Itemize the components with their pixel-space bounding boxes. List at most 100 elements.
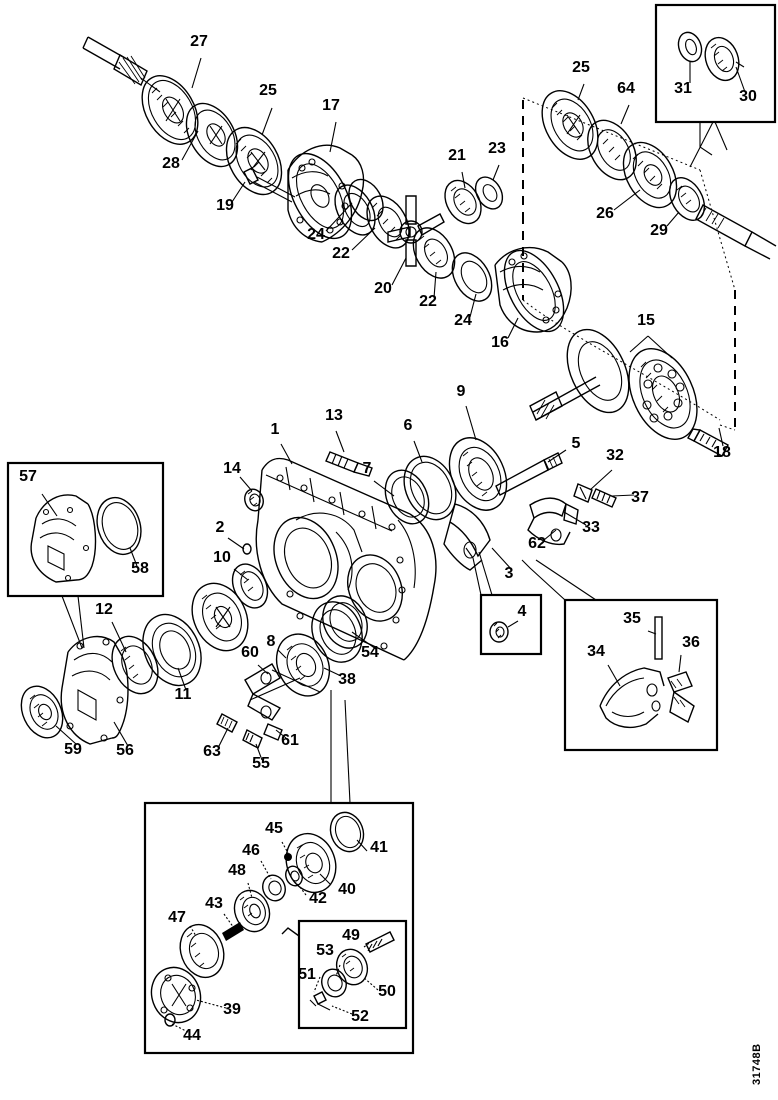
callout-number-48: 48: [228, 862, 246, 879]
callout-number-39: 39: [223, 1001, 241, 1018]
callout-number-44: 44: [183, 1027, 201, 1044]
part-23-thrust-washer: [474, 176, 504, 210]
part-52-pin: [317, 1003, 331, 1011]
callout-number-3: 3: [505, 565, 514, 582]
part-58-ring: [96, 496, 142, 556]
callout-number-59: 59: [64, 741, 82, 758]
part-40-housing: [285, 832, 337, 894]
part-49-screw: [365, 931, 395, 953]
part-56-rear-cover: [60, 635, 129, 745]
part-53-washer: [321, 968, 347, 998]
callout-number-22: 22: [332, 245, 350, 262]
callout-number-43: 43: [205, 895, 223, 912]
callout-number-52: 52: [351, 1008, 369, 1025]
callout-number-15: 15: [637, 312, 655, 329]
callout-number-14: 14: [223, 460, 241, 477]
part-54-seal: [322, 595, 368, 649]
callout-number-2: 2: [216, 519, 225, 536]
callout-number-24: 24: [307, 226, 325, 243]
callout-number-40: 40: [338, 881, 356, 898]
part-10-bearing: [231, 563, 269, 609]
inset-box-30-31: [654, 3, 777, 168]
callout-number-58: 58: [131, 560, 149, 577]
callout-number-38: 38: [338, 671, 356, 688]
part-4-nut: [489, 621, 509, 643]
callout-number-45: 45: [265, 820, 283, 837]
callout-number-55: 55: [252, 755, 270, 772]
part-17-clutch-housing: [243, 144, 365, 243]
callout-number-37: 37: [631, 489, 649, 506]
part-18-bolt: [687, 428, 729, 457]
part-12-bearing: [111, 635, 159, 695]
callout-number-31: 31: [674, 80, 692, 97]
callout-number-63: 63: [203, 743, 221, 760]
output-shaft-right: [695, 204, 777, 260]
inset-box-57-58: [6, 461, 165, 649]
part-39-cover: [150, 966, 202, 1024]
callout-number-25: 25: [259, 82, 277, 99]
callout-number-20: 20: [374, 280, 392, 297]
callout-number-16: 16: [491, 334, 509, 351]
part-group-rear-sprockets: [541, 90, 777, 260]
callout-number-24: 24: [454, 312, 472, 329]
part-11-seal-ring: [142, 613, 202, 687]
part-8-hub: [191, 582, 249, 652]
callout-number-8: 8: [267, 633, 276, 650]
part-47-gear: [179, 923, 225, 979]
callout-number-56: 56: [116, 742, 134, 759]
part-6-o-ring: [403, 455, 457, 521]
callout-number-35: 35: [623, 610, 641, 627]
callout-number-53: 53: [316, 942, 334, 959]
part-16-chain-drum: [494, 246, 572, 333]
part-37-bolt: [591, 488, 617, 508]
callout-number-13: 13: [325, 407, 343, 424]
callout-number-25: 25: [572, 59, 590, 76]
callout-number-61: 61: [281, 732, 299, 749]
callout-number-19: 19: [216, 197, 234, 214]
callout-number-47: 47: [168, 909, 186, 926]
callout-number-6: 6: [404, 417, 413, 434]
part-group-input-shaft: [82, 36, 161, 93]
part-29-hub: [668, 177, 706, 221]
part-63-spring-plug: [216, 713, 238, 733]
part-35-pin: [654, 616, 663, 660]
inset-box-34-36: [521, 559, 719, 752]
part-25-sprocket-a: [225, 126, 283, 196]
sheet-id: 31748B: [751, 1043, 763, 1085]
callout-number-1: 1: [271, 421, 280, 438]
callout-number-46: 46: [242, 842, 260, 859]
part-7-gasket: [384, 469, 430, 525]
callout-number-11: 11: [175, 686, 192, 703]
callout-number-51: 51: [298, 966, 316, 983]
part-51-clip: [309, 991, 327, 1007]
callout-number-27: 27: [190, 33, 208, 50]
part-25-sprocket-b: [541, 90, 599, 160]
part-50-gear: [335, 948, 369, 986]
callout-number-23: 23: [488, 140, 506, 157]
part-group-15-sprocket-pair: [529, 328, 729, 457]
callout-number-12: 12: [95, 601, 113, 618]
part-27-clutch-disc: [141, 75, 199, 145]
sheet-id-text: 31748B: [751, 1043, 763, 1085]
splined-shaft-end: [113, 53, 148, 87]
callout-number-17: 17: [322, 97, 340, 114]
part-group-spider-assembly: [334, 176, 504, 302]
part-group-detent-assembly: [216, 595, 368, 749]
part-42-spacer: [285, 865, 303, 887]
part-60-bracket: [244, 663, 321, 721]
callout-number-33: 33: [582, 519, 600, 536]
callout-number-10: 10: [213, 549, 231, 566]
part-61-pin: [263, 723, 283, 741]
callout-number-29: 29: [650, 222, 668, 239]
part-64-ring: [587, 119, 637, 181]
part-30-yoke: [704, 36, 745, 82]
callout-number-62: 62: [528, 535, 546, 552]
callout-number-18: 18: [713, 444, 731, 461]
part-34-shift-fork: [599, 667, 665, 729]
part-3-shift-arm: [443, 503, 491, 571]
callout-number-50: 50: [378, 983, 396, 1000]
callout-number-57: 57: [19, 468, 37, 485]
inset-box-lower-main: [143, 690, 415, 1055]
